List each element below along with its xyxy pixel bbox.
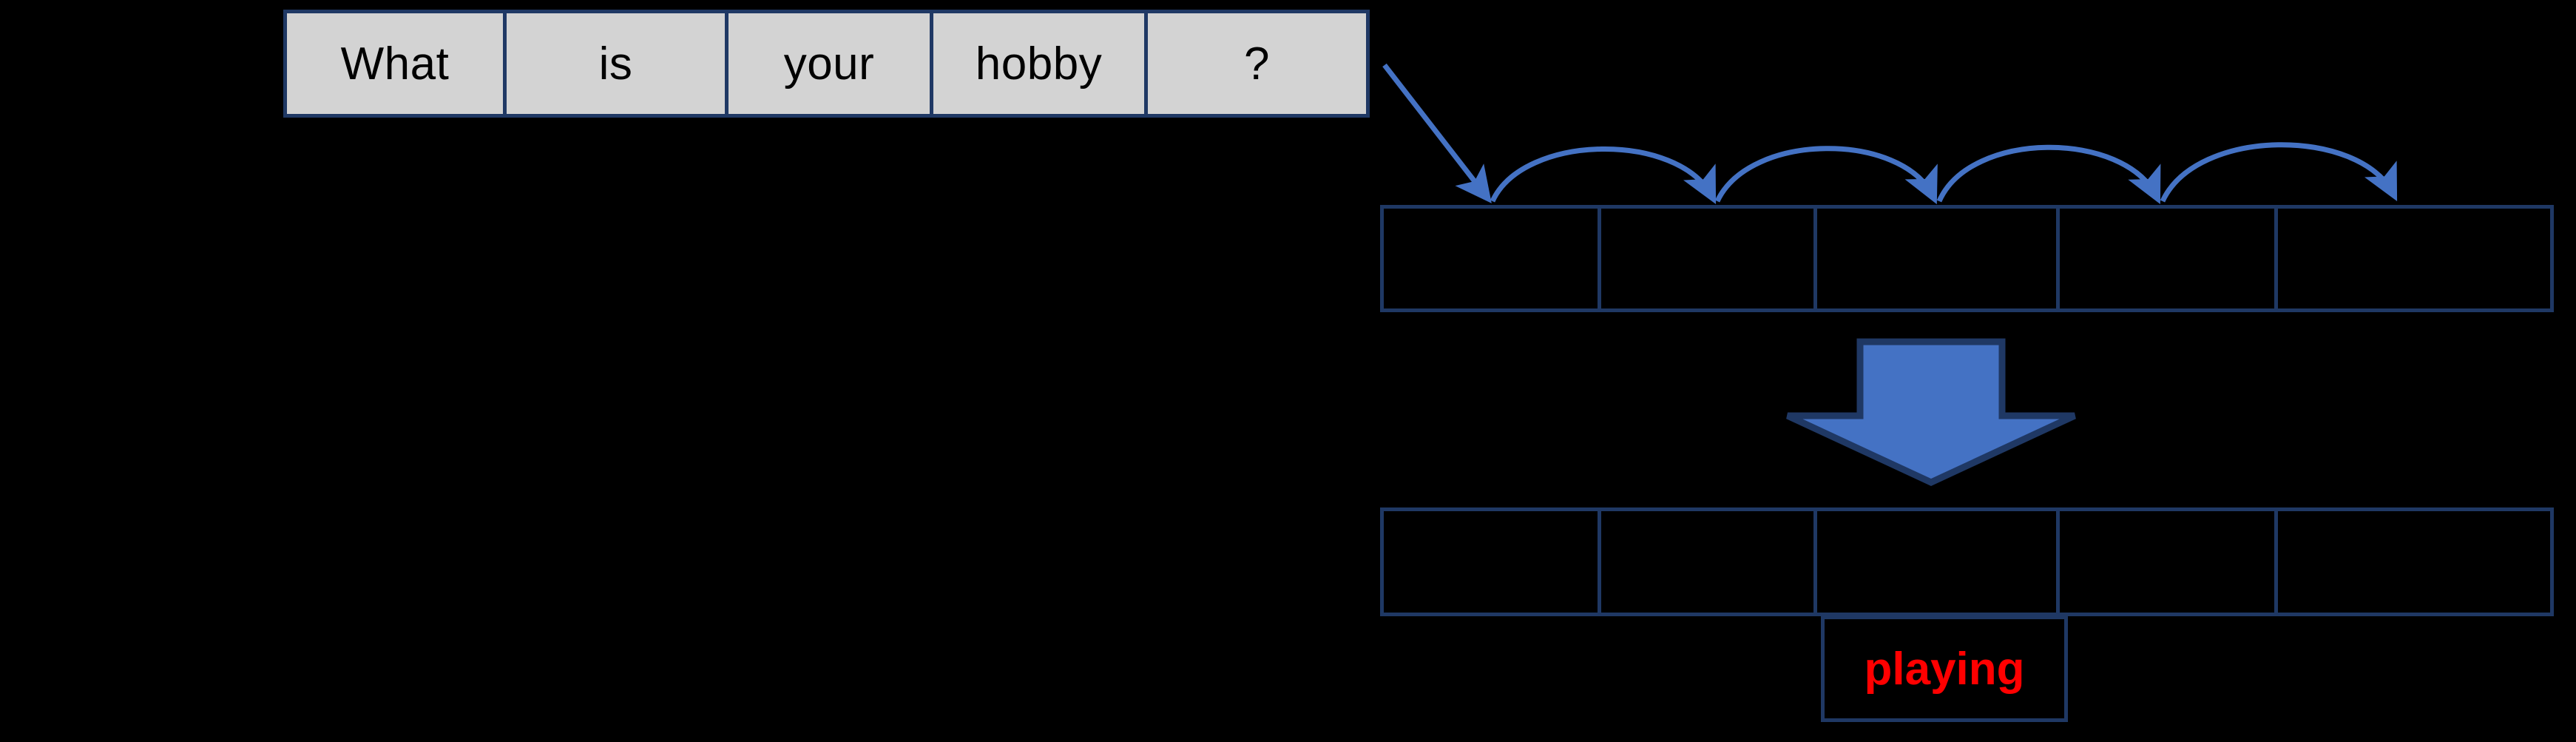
encoder-state-cell <box>1813 205 2060 312</box>
output-token-cell: playing <box>1821 615 2068 722</box>
input-token-label: ? <box>1244 38 1270 90</box>
encoder-to-decoder-arrow <box>1786 338 2076 486</box>
input-token-cell: What <box>283 10 507 118</box>
encoder-state-cell <box>1598 205 1817 312</box>
output-token-label: playing <box>1864 643 2025 695</box>
decoder-state-cell <box>2274 507 2554 616</box>
encoder-state-cell <box>2056 205 2278 312</box>
recurrent-arc-4 <box>2160 142 2398 203</box>
decoder-state-cell <box>2056 507 2278 616</box>
recurrent-arc-2 <box>1714 146 1938 205</box>
input-token-cell: is <box>503 10 728 118</box>
input-to-encoder-arrow <box>1382 63 1492 203</box>
input-token-cell: your <box>725 10 933 118</box>
encoder-state-cell <box>2274 205 2554 312</box>
input-token-label: hobby <box>975 38 1103 90</box>
input-token-label: your <box>783 38 875 90</box>
input-token-cell: ? <box>1144 10 1370 118</box>
decoder-state-strip <box>1380 507 2554 616</box>
input-token-label: is <box>598 38 633 90</box>
decoder-state-cell <box>1598 507 1817 616</box>
decoder-state-cell <box>1813 507 2060 616</box>
decoder-state-cell <box>1380 507 1601 616</box>
encoder-state-strip <box>1380 205 2554 312</box>
recurrent-arc-1 <box>1490 146 1717 204</box>
recurrent-arc-3 <box>1936 144 2161 205</box>
input-token-strip: What is your hobby ? <box>283 10 1370 118</box>
input-token-cell: hobby <box>930 10 1148 118</box>
encoder-state-cell <box>1380 205 1601 312</box>
input-token-label: What <box>340 38 450 90</box>
